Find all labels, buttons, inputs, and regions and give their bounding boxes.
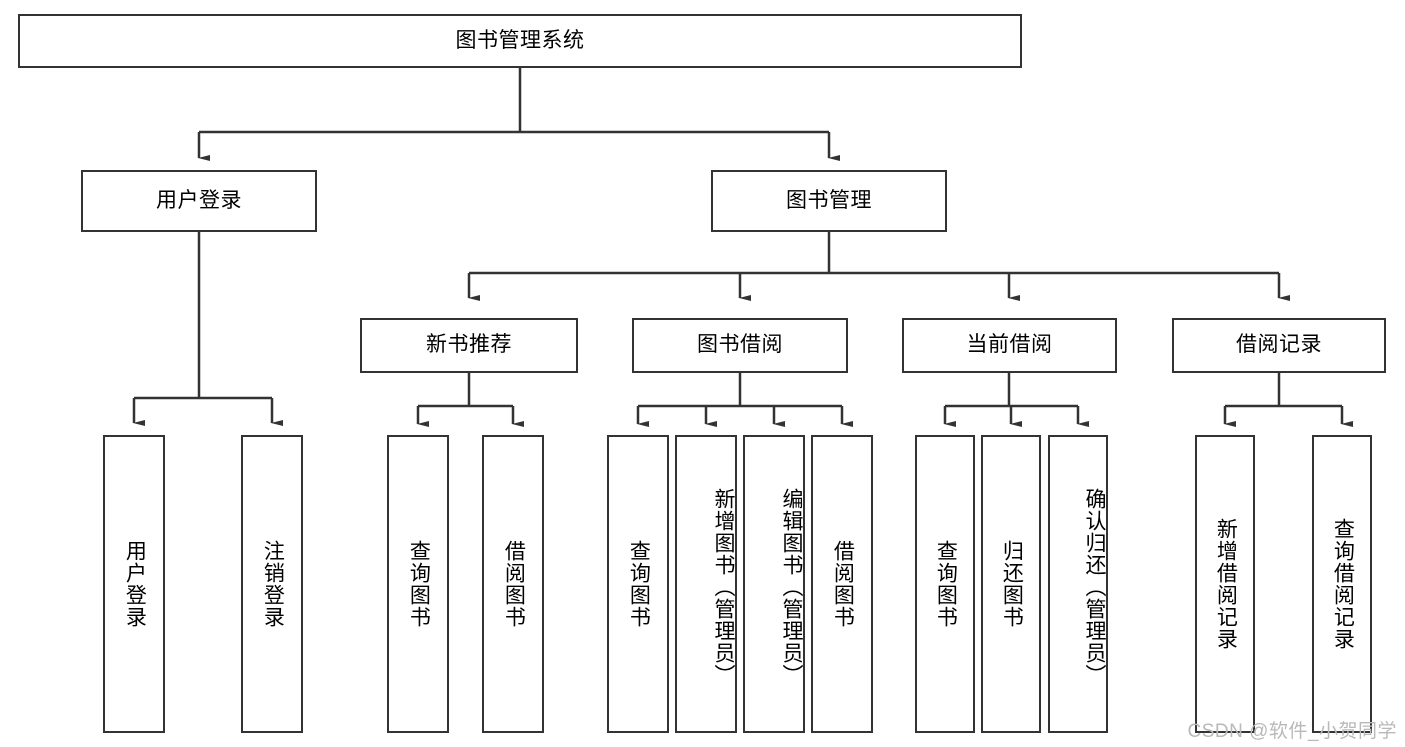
node-label: 图书管理系统 bbox=[455, 28, 585, 52]
node-root-book-management-system[interactable]: 图书管理系统 bbox=[18, 14, 1022, 68]
leaf-user-login-login[interactable]: 用户登录 bbox=[103, 435, 165, 733]
node-borrow-record[interactable]: 借阅记录 bbox=[1172, 318, 1386, 373]
node-label: 借阅图书 bbox=[831, 540, 855, 628]
leaf-borrow-record-add-record[interactable]: 新增借阅记录 bbox=[1195, 435, 1255, 733]
node-label: 新增借阅记录 bbox=[1214, 518, 1238, 650]
node-label: 借阅记录 bbox=[1236, 333, 1322, 357]
node-label: 图书管理 bbox=[786, 188, 872, 212]
node-book-borrow[interactable]: 图书借阅 bbox=[632, 318, 848, 373]
leaf-borrow-record-query-record[interactable]: 查询借阅记录 bbox=[1312, 435, 1372, 733]
leaf-book-borrow-edit-book-admin[interactable]: 编辑图书（管理员） bbox=[743, 435, 805, 733]
node-label: 归还图书 bbox=[1000, 540, 1024, 628]
node-book-management[interactable]: 图书管理 bbox=[711, 170, 947, 232]
node-label: 新书推荐 bbox=[426, 333, 512, 357]
node-label: 新增图书（管理员） bbox=[712, 488, 735, 686]
node-current-borrow[interactable]: 当前借阅 bbox=[902, 318, 1117, 373]
node-label: 借阅图书 bbox=[502, 540, 526, 628]
leaf-user-login-logout[interactable]: 注销登录 bbox=[241, 435, 303, 733]
watermark-text: CSDN @软件_小贺同学 bbox=[1187, 721, 1397, 742]
leaf-new-book-borrow-book[interactable]: 借阅图书 bbox=[482, 435, 544, 733]
leaf-book-borrow-add-book-admin[interactable]: 新增图书（管理员） bbox=[675, 435, 737, 733]
node-label: 用户登录 bbox=[123, 540, 147, 628]
node-label: 查询图书 bbox=[407, 540, 431, 628]
leaf-current-borrow-confirm-return-admin[interactable]: 确认归还（管理员） bbox=[1048, 435, 1108, 733]
leaf-book-borrow-borrow-book[interactable]: 借阅图书 bbox=[811, 435, 873, 733]
node-label: 查询图书 bbox=[934, 540, 958, 628]
node-label: 查询图书 bbox=[627, 540, 651, 628]
node-new-book-recommend[interactable]: 新书推荐 bbox=[360, 318, 578, 373]
node-label: 确认归还（管理员） bbox=[1083, 488, 1106, 686]
node-label: 编辑图书（管理员） bbox=[780, 488, 803, 686]
node-label: 查询借阅记录 bbox=[1331, 518, 1355, 650]
leaf-current-borrow-query-book[interactable]: 查询图书 bbox=[915, 435, 975, 733]
leaf-book-borrow-query-book[interactable]: 查询图书 bbox=[607, 435, 669, 733]
leaf-current-borrow-return-book[interactable]: 归还图书 bbox=[981, 435, 1041, 733]
node-label: 图书借阅 bbox=[697, 333, 783, 357]
leaf-new-book-query-book[interactable]: 查询图书 bbox=[387, 435, 449, 733]
node-label: 当前借阅 bbox=[966, 333, 1053, 357]
node-user-login[interactable]: 用户登录 bbox=[81, 170, 317, 232]
node-label: 用户登录 bbox=[156, 188, 242, 212]
node-label: 注销登录 bbox=[261, 540, 285, 628]
